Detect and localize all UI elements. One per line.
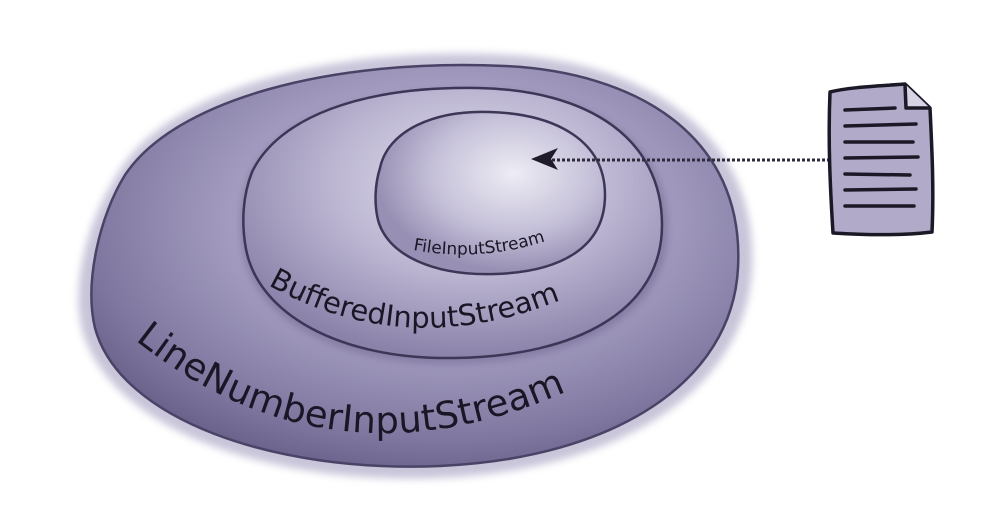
document-icon [827, 82, 935, 237]
inner-layer-file-input-stream: FileInputStream [374, 110, 607, 276]
connection-arrow [531, 148, 845, 170]
arrow-left-icon [531, 148, 558, 170]
